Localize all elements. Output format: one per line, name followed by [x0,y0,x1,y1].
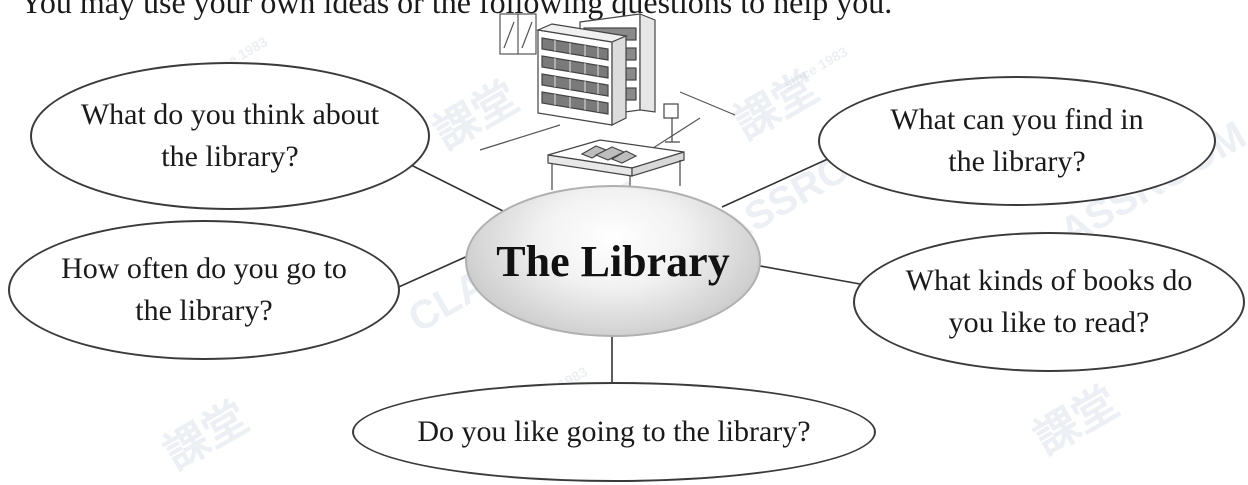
central-topic-label: The Library [496,236,729,287]
question-text: What do you think about the library? [81,94,379,178]
question-text: Do you like going to the library? [417,411,810,453]
question-text: How often do you go to the library? [61,248,347,332]
question-bubble-mid-left: How often do you go to the library? [8,220,400,360]
question-text: What kinds of books do you like to read? [906,260,1193,344]
central-topic: The Library [465,185,761,337]
sign-stand-icon [664,104,680,142]
question-bubble-bottom: Do you like going to the library? [352,382,876,482]
window-icon [500,14,536,54]
bookshelf-icon [538,14,655,125]
question-text: What can you find in the library? [890,99,1143,183]
question-bubble-mid-right: What kinds of books do you like to read? [853,232,1245,372]
table-icon [548,140,684,190]
question-bubble-top-right: What can you find in the library? [818,76,1216,206]
question-bubble-top-left: What do you think about the library? [30,62,430,210]
